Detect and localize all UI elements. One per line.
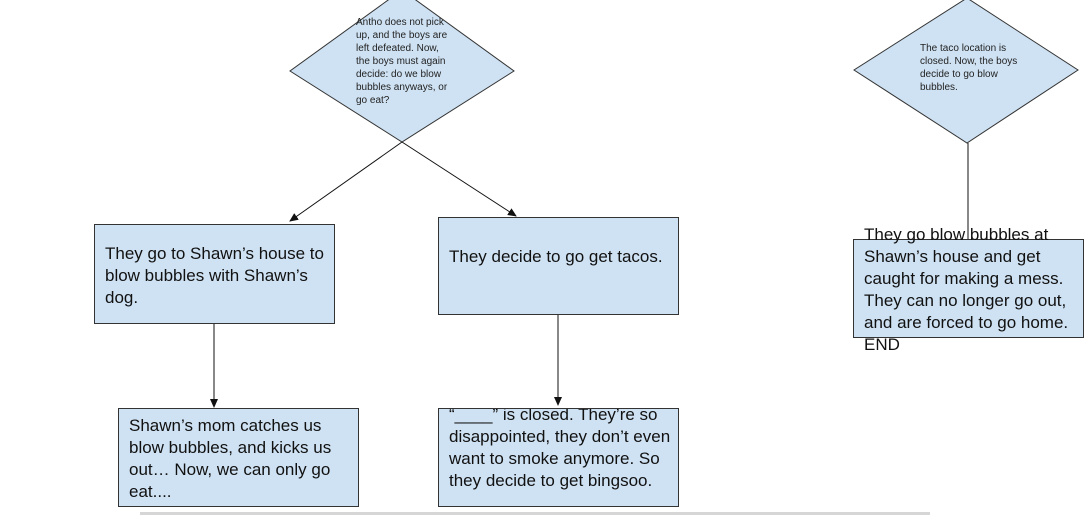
arrow-diamond-to-shawns-house: [289, 141, 403, 222]
node-tacos: They decide to go get tacos.: [438, 217, 679, 315]
canvas-bottom-edge: [140, 512, 930, 515]
node-text-caught-mess: They go blow bubbles at Shawn’s house an…: [864, 225, 1069, 354]
node-text-tacos: They decide to go get tacos.: [449, 247, 663, 266]
node-text-shawns-house: They go to Shawn’s house to blow bubbles…: [105, 244, 324, 307]
node-text-closed: “____” is closed. They’re so disappointe…: [449, 408, 671, 490]
decision-diamond-taco-closed: [853, 0, 1079, 144]
node-text-mom-catches: Shawn’s mom catches us blow bubbles, and…: [129, 416, 332, 501]
node-mom-catches: Shawn’s mom catches us blow bubbles, and…: [118, 408, 359, 507]
node-closed: “____” is closed. They’re so disappointe…: [438, 408, 679, 507]
decision-text-antho: Antho does not pick up, and the boys are…: [356, 17, 448, 106]
decision-text-taco-closed: The taco location is closed. Now, the bo…: [920, 43, 1018, 93]
node-caught-mess: [853, 239, 1084, 338]
node-shawns-house: They go to Shawn’s house to blow bubbles…: [94, 224, 335, 324]
arrow-diamond-to-tacos: [401, 141, 517, 217]
